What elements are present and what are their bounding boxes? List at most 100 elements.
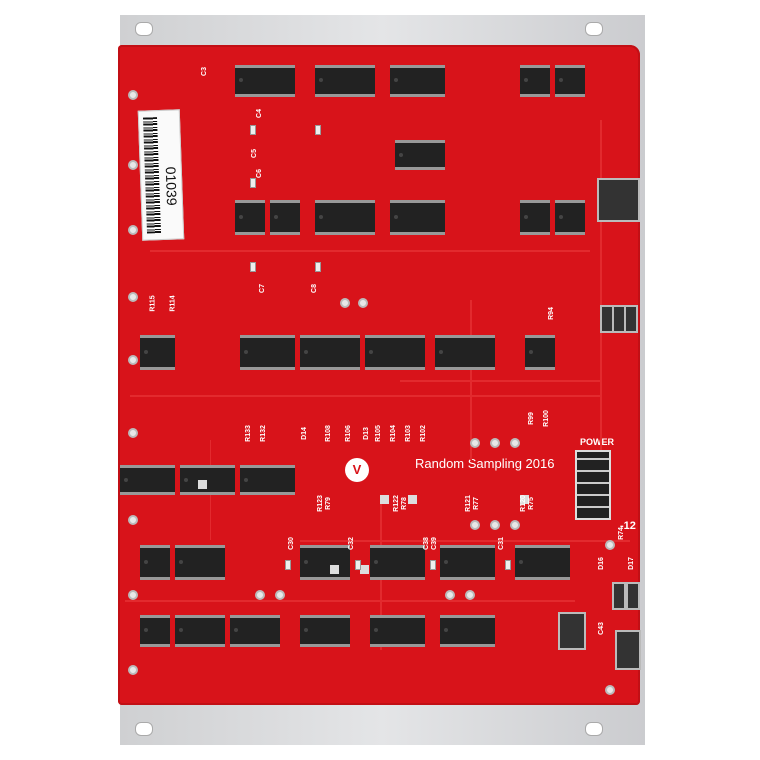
ic-chip [300,615,350,647]
through-hole [128,515,138,525]
smd-capacitor [505,560,511,570]
silkscreen-label: C4 [255,109,263,118]
ic-chip [300,335,360,370]
through-hole [128,665,138,675]
electrolytic-capacitor [558,612,586,650]
ic-chip [520,65,550,97]
silkscreen-label: C7 [258,284,266,293]
silkscreen-label: R75 [527,497,535,510]
through-hole [490,520,500,530]
silkscreen-label: R132 [259,425,267,442]
ic-chip [140,615,170,647]
pcb-trace [125,600,575,602]
smd-capacitor [315,262,321,272]
ic-chip [440,545,495,580]
through-hole [470,438,480,448]
solder-pad [198,480,207,489]
silkscreen-label: R103 [404,425,412,442]
silkscreen-label: R108 [324,425,332,442]
silkscreen-label: R77 [472,497,480,510]
through-hole [128,90,138,100]
ic-chip [240,465,295,495]
silkscreen-label: D17 [627,557,635,570]
silkscreen-label: C6 [255,169,263,178]
silkscreen-label: C32 [347,537,355,550]
smd-capacitor [250,262,256,272]
mounting-hole [585,22,603,36]
through-hole [128,355,138,365]
diode [624,305,638,333]
ic-chip [520,200,550,235]
through-hole [605,685,615,695]
ic-chip [235,200,265,235]
solder-pad [360,565,369,574]
through-hole [605,540,615,550]
silkscreen-label: D16 [597,557,605,570]
silkscreen-label: C38 [422,537,430,550]
ic-chip [515,545,570,580]
silkscreen-label: R102 [419,425,427,442]
ic-chip [525,335,555,370]
ic-chip [180,465,235,495]
through-hole [128,292,138,302]
circuit-board [118,45,640,705]
serial-number: 01039 [162,166,181,206]
ic-chip [270,200,300,235]
ic-chip [395,140,445,170]
solder-pad [520,495,529,504]
ic-chip [370,545,425,580]
through-hole [510,520,520,530]
silkscreen-label: C30 [287,537,295,550]
pcb-trace [300,540,630,542]
through-hole [128,428,138,438]
through-hole [490,438,500,448]
ic-chip [300,545,350,580]
pcb-trace [130,395,600,397]
silkscreen-label: R121 [464,495,472,512]
through-hole [358,298,368,308]
silkscreen-label: R115 [149,295,157,312]
silkscreen-label: D13 [362,427,370,440]
ic-chip [435,335,495,370]
smd-capacitor [250,178,256,188]
silkscreen-label: R74 [617,527,625,540]
solder-pad [408,495,417,504]
through-hole [470,520,480,530]
silkscreen-label: R122 [392,495,400,512]
board-title: Random Sampling 2016 [415,456,555,471]
through-hole [128,590,138,600]
silkscreen-label: R100 [542,410,550,427]
solder-pad [330,565,339,574]
ic-chip [120,465,175,495]
through-hole [340,298,350,308]
smd-capacitor [285,560,291,570]
pcb-trace [150,250,590,252]
ic-chip [365,335,425,370]
ic-chip [440,615,495,647]
diode [626,582,640,610]
power-header[interactable] [575,450,611,520]
silkscreen-label: C5 [250,149,258,158]
silkscreen-label: R120 [519,495,527,512]
silkscreen-label: R94 [547,307,555,320]
through-hole [510,438,520,448]
silkscreen-label: C8 [310,284,318,293]
ic-chip [370,615,425,647]
diode [612,582,626,610]
ic-chip [175,545,225,580]
serial-sticker: 01039 [137,109,185,241]
through-hole [255,590,265,600]
silkscreen-label: C39 [430,537,438,550]
through-hole [465,590,475,600]
ic-chip [390,65,445,97]
silkscreen-label: R104 [389,425,397,442]
ic-chip [555,200,585,235]
silkscreen-label: R106 [344,425,352,442]
mounting-hole [135,722,153,736]
smd-capacitor [250,125,256,135]
ic-chip [230,615,280,647]
ic-chip [175,615,225,647]
silkscreen-label: R133 [244,425,252,442]
silkscreen-label: R105 [374,425,382,442]
ic-chip [390,200,445,235]
